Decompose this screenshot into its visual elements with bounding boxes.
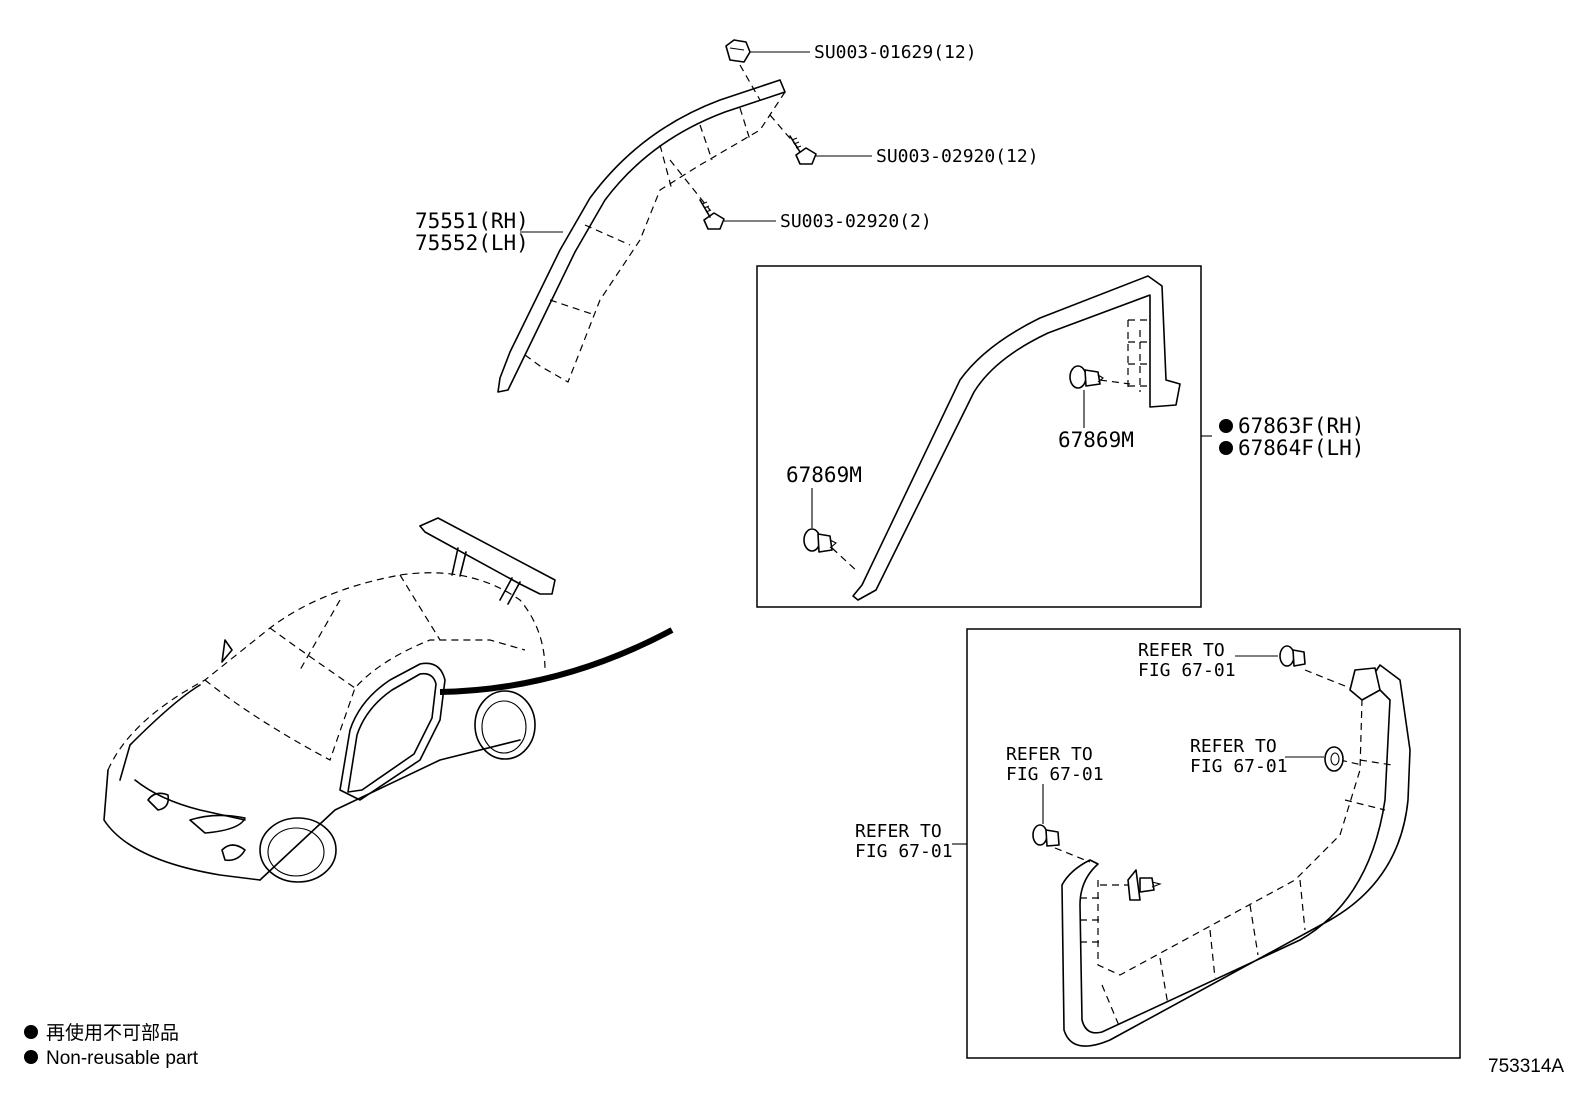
refer-midl-line1: REFER TO xyxy=(1006,744,1093,765)
nut-icon xyxy=(725,39,751,63)
clip-icon xyxy=(1069,365,1104,389)
callout-nut-top: SU003-01629(12) xyxy=(814,42,977,63)
refer-midl-line2: FIG 67-01 xyxy=(1006,764,1104,785)
clip-icon xyxy=(1032,824,1060,847)
legend-japanese: 再使用不可部品 xyxy=(46,1022,179,1044)
callout-weatherstrip-rh: 67863F(RH) xyxy=(1238,414,1364,438)
screw-icon xyxy=(789,135,817,165)
roof-molding-illustration xyxy=(497,64,801,393)
refer-outer-line2: FIG 67-01 xyxy=(855,841,953,862)
callout-screw-upper: SU003-02920(12) xyxy=(876,146,1039,167)
refer-midr-line2: FIG 67-01 xyxy=(1190,756,1288,777)
non-reusable-bullet-icon xyxy=(24,1025,38,1039)
grommet-icon xyxy=(1324,746,1344,772)
clip-icon xyxy=(803,528,837,553)
callout-molding-lh: 75552(LH) xyxy=(415,231,529,255)
non-reusable-bullet-icon xyxy=(24,1050,38,1064)
non-reusable-bullet-icon xyxy=(1219,441,1233,455)
weatherstrip-detail-box xyxy=(756,265,1202,608)
non-reusable-bullet-icon xyxy=(1219,419,1233,433)
retainer-icon xyxy=(1127,869,1162,901)
car-illustration xyxy=(103,517,674,883)
refer-top-line1: REFER TO xyxy=(1138,640,1225,661)
callout-clip-right: 67869M xyxy=(1058,428,1134,452)
callout-screw-lower: SU003-02920(2) xyxy=(780,211,932,232)
figure-id: 753314A xyxy=(1488,1056,1564,1077)
weatherstrip-illustration xyxy=(831,275,1181,601)
refer-midr-line1: REFER TO xyxy=(1190,736,1277,757)
door-weatherstrip-illustration xyxy=(1054,664,1411,1047)
refer-top-line2: FIG 67-01 xyxy=(1138,660,1236,681)
refer-outer-line1: REFER TO xyxy=(855,821,942,842)
screw-icon xyxy=(699,199,725,230)
callout-weatherstrip-lh: 67864F(LH) xyxy=(1238,436,1364,460)
clip-icon xyxy=(1279,645,1306,667)
legend-english: Non-reusable part xyxy=(46,1048,199,1069)
callout-molding-rh: 75551(RH) xyxy=(415,209,529,233)
callout-clip-left: 67869M xyxy=(786,463,862,487)
